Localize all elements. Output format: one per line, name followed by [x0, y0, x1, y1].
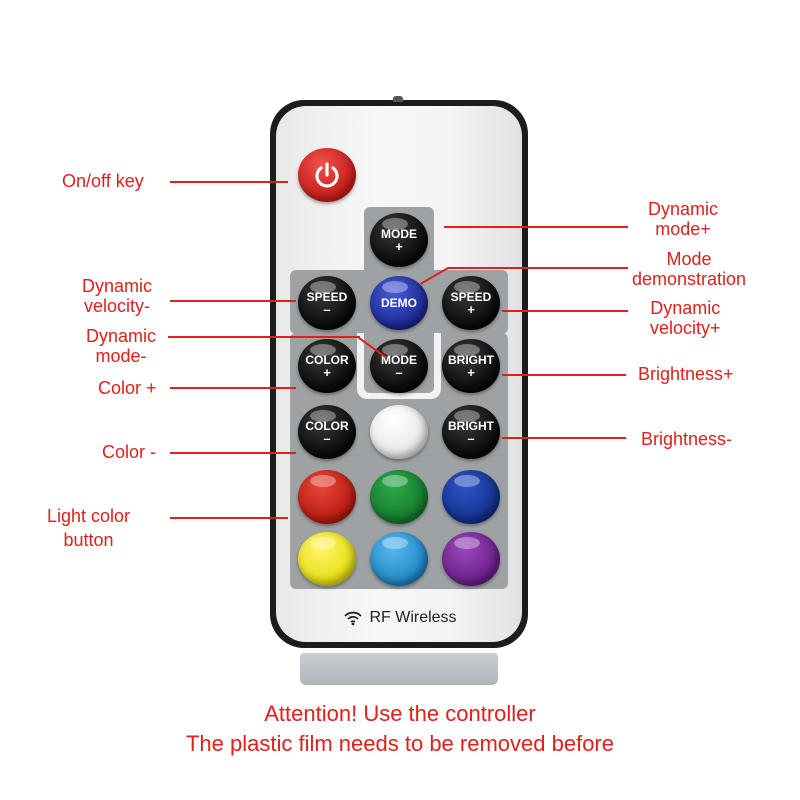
key-label: DEMO — [381, 295, 417, 310]
bright-minus-button[interactable]: BRIGHT – — [442, 405, 500, 459]
key-sign: – — [395, 364, 403, 380]
label-line: Dynamic — [86, 326, 157, 346]
speed-minus-button[interactable]: SPEED – — [298, 276, 356, 330]
wireless-icon — [344, 611, 363, 626]
notice-line-2: The plastic film needs to be removed bef… — [185, 731, 614, 756]
leader-color-minus — [170, 452, 296, 454]
key-label: COLOR — [305, 418, 349, 433]
label-mode-demonstration: Mode demonstration — [632, 249, 746, 289]
key-sign: + — [467, 301, 475, 317]
leader-dynamic-mode-minus — [168, 336, 360, 338]
label-line: demonstration — [632, 269, 747, 289]
plastic-stand — [300, 653, 498, 685]
label-line: mode+ — [655, 219, 711, 239]
key-label: BRIGHT — [448, 418, 494, 433]
bright-plus-button[interactable]: BRIGHT + — [442, 339, 500, 393]
white-color-button[interactable] — [370, 405, 428, 459]
leader-brightness-plus — [502, 374, 626, 376]
leader-mode-demonstration — [448, 267, 628, 269]
mode-minus-button[interactable]: MODE – — [370, 339, 428, 393]
label-dynamic-velocity-minus: Dynamic velocity- — [82, 276, 152, 316]
label-on-off: On/off key — [62, 171, 144, 191]
label-brightness-plus: Brightness+ — [638, 364, 734, 384]
key-sign: – — [467, 430, 475, 446]
blue-color-button[interactable] — [442, 470, 500, 524]
key-sign: + — [467, 364, 475, 380]
leader-color-plus — [170, 387, 296, 389]
label-line: velocity- — [84, 296, 151, 316]
mode-plus-button[interactable]: MODE + — [370, 213, 428, 267]
leader-dynamic-velocity-plus — [502, 310, 628, 312]
label-line: Dynamic — [82, 276, 153, 296]
key-label: COLOR — [305, 352, 349, 367]
leader-dynamic-velocity-minus — [170, 300, 296, 302]
label-line: velocity+ — [650, 318, 721, 338]
notice-line-1: Attention! Use the controller — [264, 701, 536, 726]
color-plus-button[interactable]: COLOR + — [298, 339, 356, 393]
label-dynamic-mode-plus: Dynamic mode+ — [648, 199, 718, 239]
label-line: mode- — [95, 346, 147, 366]
leader-brightness-minus — [502, 437, 626, 439]
key-sign: + — [395, 238, 403, 254]
label-dynamic-mode-minus: Dynamic mode- — [86, 326, 156, 366]
key-sign: – — [323, 430, 331, 446]
sky-blue-color-button[interactable] — [370, 532, 428, 586]
label-line: Dynamic — [648, 199, 719, 219]
label-brightness-minus: Brightness- — [641, 429, 733, 449]
leader-light-color — [170, 517, 288, 519]
power-button[interactable] — [298, 148, 356, 202]
label-line: button — [63, 530, 114, 550]
label-line: Dynamic — [650, 298, 721, 318]
brand-label: RF Wireless — [330, 606, 470, 630]
label-dynamic-velocity-plus: Dynamic velocity+ — [650, 298, 721, 338]
key-label: BRIGHT — [448, 352, 494, 367]
label-color-minus: Color - — [102, 442, 157, 462]
key-label: SPEED — [306, 289, 348, 304]
key-sign: – — [323, 301, 331, 317]
leader-on-off — [170, 181, 288, 183]
demo-button[interactable]: DEMO — [370, 276, 428, 330]
green-color-button[interactable] — [370, 470, 428, 524]
label-line: Mode — [666, 249, 712, 269]
purple-color-button[interactable] — [442, 532, 500, 586]
color-minus-button[interactable]: COLOR – — [298, 405, 356, 459]
remote-notch — [393, 96, 403, 102]
red-color-button[interactable] — [298, 470, 356, 524]
label-light-color: Light color button — [47, 506, 130, 550]
label-color-plus: Color + — [98, 378, 157, 398]
leader-dynamic-mode-plus — [444, 226, 628, 228]
key-label: MODE — [381, 352, 417, 367]
key-sign: + — [323, 364, 331, 380]
key-label: MODE — [381, 226, 417, 241]
label-line: Light color — [47, 506, 131, 526]
speed-plus-button[interactable]: SPEED + — [442, 276, 500, 330]
brand-text: RF Wireless — [369, 609, 457, 626]
yellow-color-button[interactable] — [298, 532, 356, 586]
power-icon — [315, 162, 339, 188]
key-label: SPEED — [450, 289, 492, 304]
